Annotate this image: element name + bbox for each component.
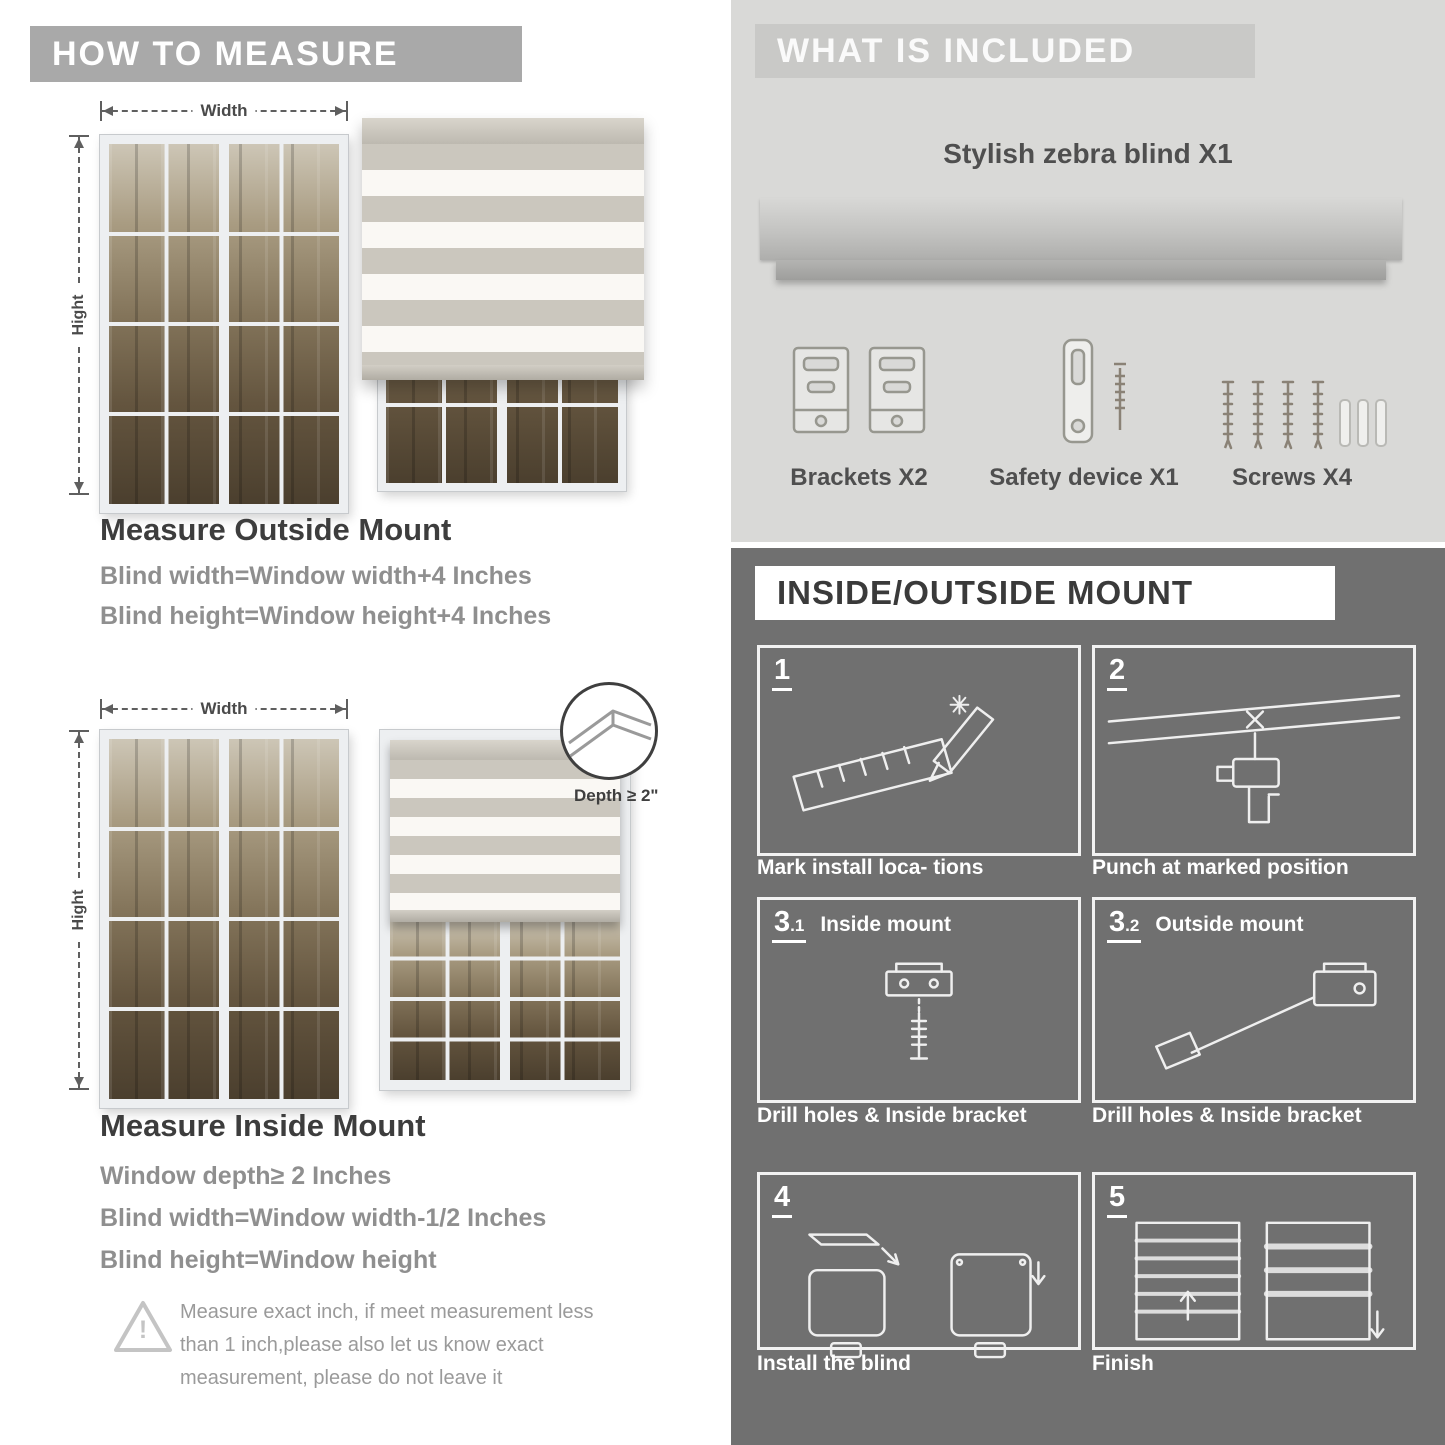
height-arrow-outside: Hight <box>68 135 90 495</box>
step-5-illustration <box>1134 1221 1385 1341</box>
bracket-icon <box>792 346 850 434</box>
inside-mount-title: Measure Inside Mount <box>100 1108 426 1143</box>
step-title: Outside mount <box>1155 913 1304 936</box>
window-illustration-inside <box>99 729 349 1109</box>
frame-corner-zoom-icon <box>568 709 652 759</box>
outside-rule-height: Blind height=Window height+4 Inches <box>100 602 552 630</box>
screws-icon <box>1221 380 1387 450</box>
step-number: 5 <box>1107 1181 1128 1218</box>
step-4-illustration <box>808 1233 1046 1359</box>
outside-mount-title: Measure Outside Mount <box>100 512 452 547</box>
step-4-caption: Install the blind <box>757 1352 912 1375</box>
zebra-blind-outside <box>362 118 644 380</box>
step-panel-3-2: 3.2 Outside mount <box>1092 897 1416 1103</box>
outside-rule-width: Blind width=Window width+4 Inches <box>100 562 532 590</box>
width-label-outside: Width <box>192 101 256 121</box>
blind-cassette <box>362 118 644 144</box>
step-1-illustration <box>792 694 995 812</box>
step-number: 2 <box>1107 654 1128 691</box>
step-panel-4: 4 <box>757 1172 1081 1359</box>
step-title: Inside mount <box>820 913 951 936</box>
step-2-illustration <box>1107 694 1401 824</box>
step-number: 3.2 <box>1107 906 1142 943</box>
how-to-measure-header: HOW TO MEASURE <box>30 26 522 82</box>
step-1-caption: Mark install loca- tions <box>757 856 984 879</box>
width-arrow-inside: Width <box>100 698 348 720</box>
step-panel-2: 2 <box>1092 645 1416 856</box>
inside-outside-mount-header: INSIDE/OUTSIDE MOUNT <box>755 566 1335 620</box>
width-label-inside: Width <box>192 699 256 719</box>
depth-requirement-label: Depth ≥ 2" <box>574 786 659 805</box>
inside-rule-height: Blind height=Window height <box>100 1246 437 1274</box>
screws-caption: Screws X4 <box>1231 464 1353 491</box>
outside-mount-illustration <box>362 118 644 493</box>
step-number: 3.1 <box>772 906 807 943</box>
step-3-2-illustration <box>1155 962 1377 1070</box>
step-3-2-caption: Drill holes & Inside bracket <box>1092 1104 1362 1127</box>
warning-exclamation: ! <box>138 1316 148 1344</box>
step-panel-1: 1 <box>757 645 1081 856</box>
inside-rule-width: Blind width=Window width-1/2 Inches <box>100 1204 547 1232</box>
height-arrow-inside: Hight <box>68 730 90 1090</box>
what-is-included-header: WHAT IS INCLUDED <box>755 24 1255 78</box>
zebra-blind-inside <box>390 740 620 922</box>
step-panel-5: 5 <box>1092 1172 1416 1350</box>
step-number: 1 <box>772 654 793 691</box>
warning-triangle-icon: ! <box>112 1298 174 1356</box>
step-number: 4 <box>772 1181 793 1218</box>
depth-callout-circle <box>560 682 658 780</box>
height-label-inside: Hight <box>70 881 88 939</box>
bracket-icon <box>868 346 926 434</box>
safety-device-caption: Safety device X1 <box>989 464 1179 491</box>
safety-device-icon <box>1062 338 1126 444</box>
inside-mount-illustration <box>379 729 631 1091</box>
step-3-1-caption: Drill holes & Inside bracket <box>757 1104 1027 1127</box>
zebra-blind-headrail <box>760 198 1402 288</box>
zebra-blind-label: Stylish zebra blind X1 <box>943 138 1233 169</box>
step-3-1-illustration <box>885 962 953 1060</box>
inside-rule-depth: Window depth≥ 2 Inches <box>100 1162 392 1190</box>
height-label-outside: Hight <box>70 286 88 344</box>
window-illustration-outside <box>99 134 349 514</box>
blind-stripes <box>362 144 644 365</box>
width-arrow-outside: Width <box>100 100 348 122</box>
blind-bottom-rail <box>362 365 644 380</box>
step-panel-3-1: 3.1 Inside mount <box>757 897 1081 1103</box>
step-2-caption: Punch at marked position <box>1092 856 1349 879</box>
measurement-warning-text: Measure exact inch, if meet measurement … <box>180 1301 594 1389</box>
brackets-caption: Brackets X2 <box>790 464 928 491</box>
step-5-caption: Finish <box>1092 1352 1154 1375</box>
window-pane-grid <box>109 144 339 504</box>
